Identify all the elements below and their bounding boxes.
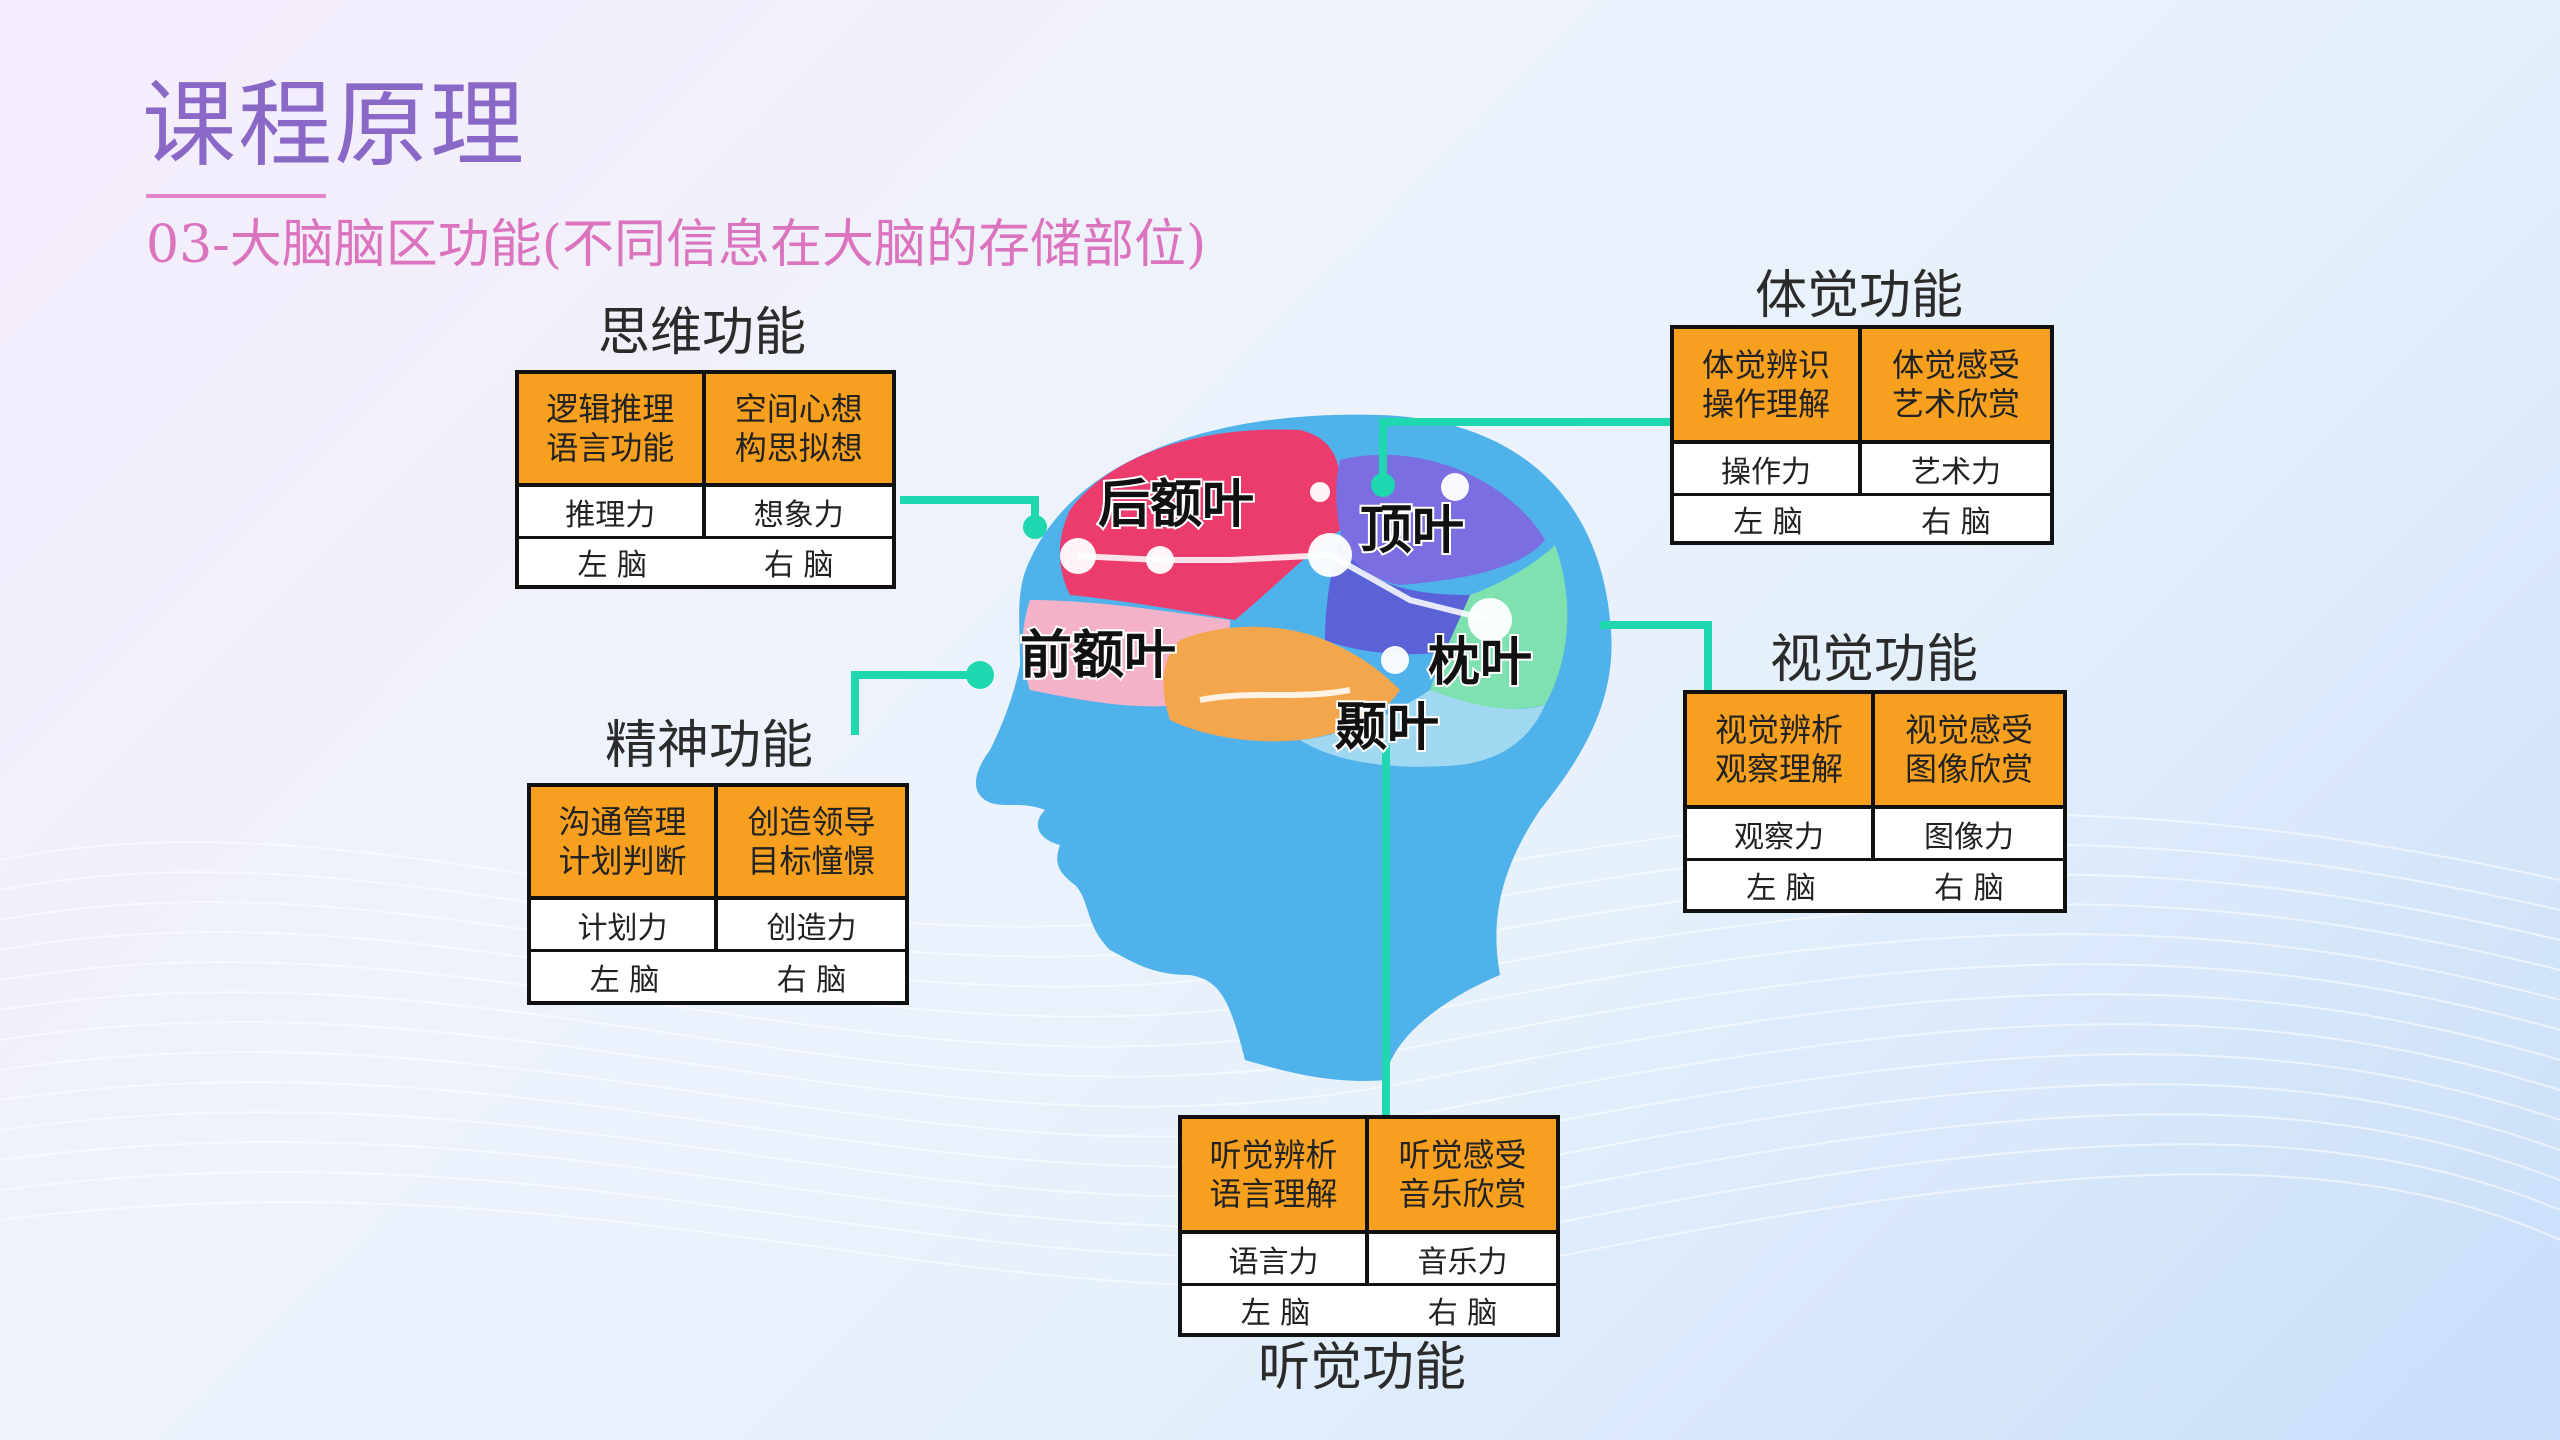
ability-cell: 操作力	[1674, 444, 1862, 496]
ability-cell: 推理力	[519, 487, 706, 539]
function-cell: 视觉感受 图像欣赏	[1875, 694, 2063, 809]
function-cell: 空间心想 构思拟想	[705, 374, 892, 487]
group-title-auditory: 听觉功能	[1258, 1338, 1467, 1398]
function-cell: 创造领导 目标憧憬	[718, 787, 905, 900]
function-box-mental: 沟通管理 计划判断 创造领导 目标憧憬 计划力 创造力 左 脑 右 脑	[527, 783, 909, 1005]
brain-side-label: 右 脑	[1369, 1286, 1556, 1333]
brain-side-label: 右 脑	[1862, 496, 2050, 541]
central-lobe	[1163, 626, 1400, 742]
connector-visual	[1600, 621, 1712, 690]
brain-side-label: 右 脑	[705, 539, 892, 585]
function-cell: 听觉辨析 语言理解	[1182, 1119, 1369, 1234]
function-cell: 体觉辨识 操作理解	[1674, 329, 1862, 444]
function-box-somatosensory: 体觉辨识 操作理解 体觉感受 艺术欣赏 操作力 艺术力 左 脑 右 脑	[1670, 325, 2054, 545]
connector-dot-somatosensory	[1371, 473, 1395, 497]
lobe-label-posterior-frontal: 后额叶	[1098, 474, 1254, 535]
brain	[1022, 429, 1568, 767]
connector-somatosensory	[1379, 418, 1672, 485]
function-box-auditory: 听觉辨析 语言理解 听觉感受 音乐欣赏 语言力 音乐力 左 脑 右 脑	[1178, 1115, 1560, 1337]
connector-dot-mental	[966, 661, 994, 689]
group-title-visual: 视觉功能	[1770, 630, 1979, 690]
function-cell: 体觉感受 艺术欣赏	[1862, 329, 2050, 444]
title-underline	[146, 194, 326, 198]
ability-cell: 计划力	[531, 900, 718, 952]
connector-dot-thinking	[1023, 515, 1047, 539]
function-box-thinking: 逻辑推理 语言功能 空间心想 构思拟想 推理力 想象力 左 脑 右 脑	[515, 370, 896, 589]
ability-cell: 观察力	[1687, 809, 1875, 861]
brain-side-label: 右 脑	[1875, 861, 2063, 909]
group-title-mental: 精神功能	[605, 716, 814, 776]
ability-cell: 艺术力	[1862, 444, 2050, 496]
page-title: 课程原理	[142, 71, 527, 180]
lobe-label-occipital: 枕叶	[1428, 632, 1532, 693]
group-title-somatosensory: 体觉功能	[1755, 266, 1964, 326]
lobe-label-temporal: 颞叶	[1335, 697, 1439, 758]
brain-side-label: 左 脑	[531, 952, 718, 1001]
brain-side-label: 左 脑	[1687, 861, 1875, 909]
brain-side-label: 左 脑	[519, 539, 706, 585]
ability-cell: 音乐力	[1369, 1234, 1556, 1286]
lobe-label-parietal: 顶叶	[1360, 500, 1464, 561]
function-box-visual: 视觉辨析 观察理解 视觉感受 图像欣赏 观察力 图像力 左 脑 右 脑	[1683, 690, 2067, 913]
ability-cell: 图像力	[1875, 809, 2063, 861]
connector-thinking	[900, 496, 1039, 525]
function-cell: 视觉辨析 观察理解	[1687, 694, 1875, 809]
function-cell: 逻辑推理 语言功能	[519, 374, 706, 487]
group-title-thinking: 思维功能	[598, 303, 807, 363]
brain-side-label: 左 脑	[1674, 496, 1862, 541]
lobe-label-prefrontal: 前额叶	[1020, 625, 1176, 686]
temporal-lobe	[1300, 690, 1545, 767]
posterior-frontal-lobe	[1059, 429, 1342, 620]
brain-side-label: 左 脑	[1182, 1286, 1369, 1333]
function-cell: 听觉感受 音乐欣赏	[1369, 1119, 1556, 1234]
connector-mental	[851, 671, 975, 735]
ability-cell: 创造力	[718, 900, 905, 952]
function-cell: 沟通管理 计划判断	[531, 787, 718, 900]
brain-side-label: 右 脑	[718, 952, 905, 1001]
ability-cell: 语言力	[1182, 1234, 1369, 1286]
ability-cell: 想象力	[705, 487, 892, 539]
page-subtitle: 03-大脑脑区功能(不同信息在大脑的存储部位)	[146, 215, 1207, 275]
